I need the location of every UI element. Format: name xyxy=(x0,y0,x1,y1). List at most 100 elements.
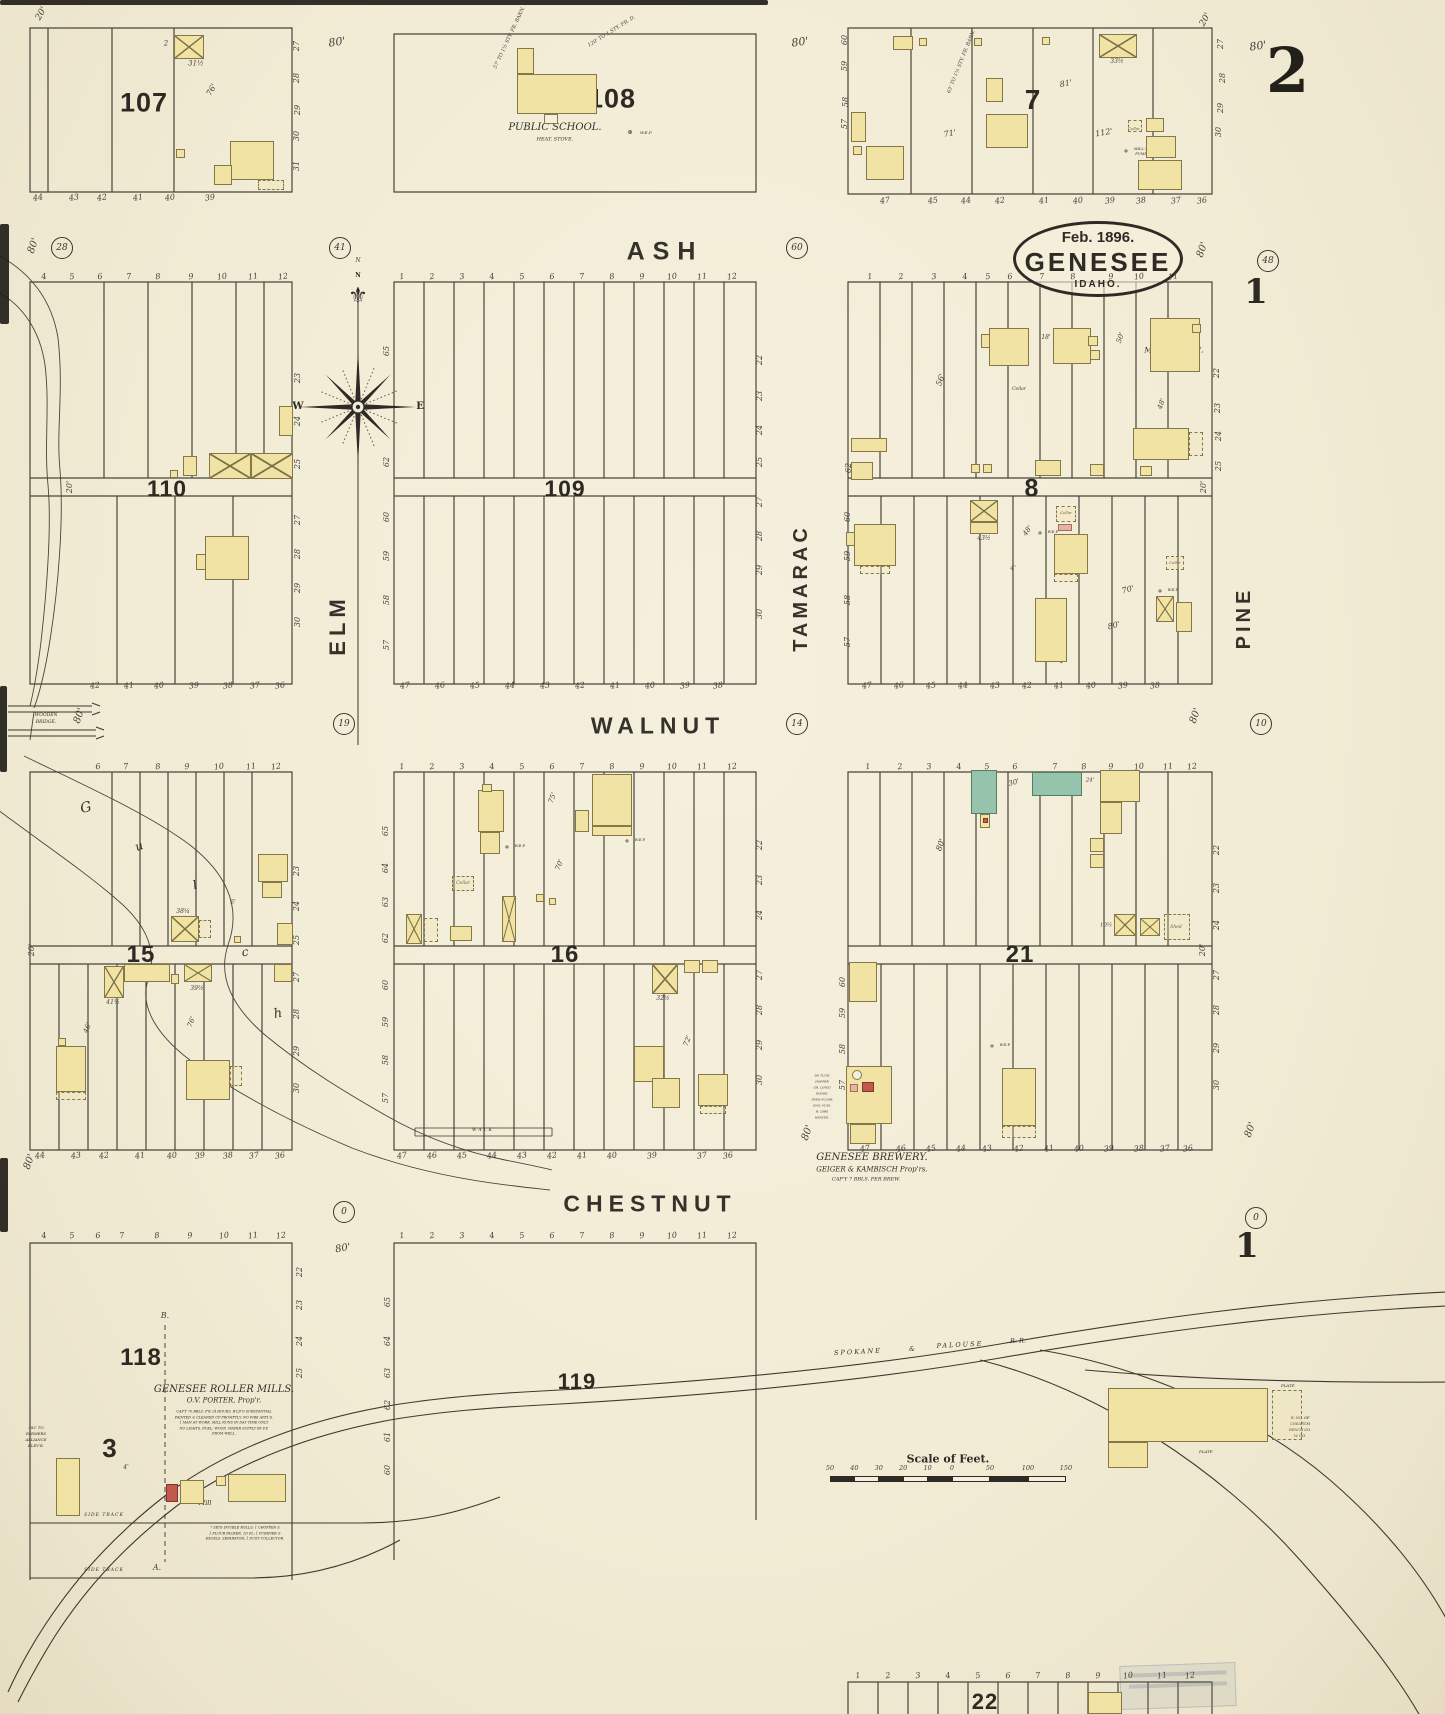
map-annotation: SIDE TRACK xyxy=(84,1512,124,1518)
lot-number: 42 xyxy=(1013,1143,1025,1154)
lot-number: 9 xyxy=(1107,271,1115,282)
map-annotation: ALLIANCE xyxy=(25,1437,47,1443)
lot-number: 8 xyxy=(608,1230,616,1241)
block-number-15: 15 xyxy=(126,941,156,968)
store-dwelling xyxy=(592,774,632,826)
dimension-label: 6' xyxy=(230,899,236,906)
lot-number: 36 xyxy=(1182,1143,1194,1154)
platform xyxy=(1272,1390,1302,1440)
lot-number: 2 xyxy=(897,271,905,282)
barn xyxy=(502,896,516,942)
lot-number: 29 xyxy=(755,1039,764,1051)
lot-number: 45 xyxy=(469,680,481,691)
lot-number: 38 xyxy=(1133,1143,1145,1154)
map-annotation: BENCH CO. xyxy=(1288,1428,1312,1433)
dimension-label: 48' xyxy=(1155,397,1168,411)
lot-number: 11 xyxy=(247,271,259,282)
scale-tick-label: 50 xyxy=(825,1463,835,1472)
scale-tick-label: 100 xyxy=(1021,1463,1035,1472)
lot-number: 2 xyxy=(428,271,436,282)
lot-number: 57 xyxy=(381,1092,390,1104)
lot-number: 59 xyxy=(840,60,849,72)
map-annotation: W. HO. OF xyxy=(1290,1416,1310,1421)
lot-number: 7 xyxy=(125,271,133,282)
map-annotation: WOODEN xyxy=(34,712,58,718)
lot-number: 2 xyxy=(428,761,436,772)
lot-number: 62 xyxy=(383,1399,392,1411)
dimension-label: 43½ xyxy=(977,535,991,542)
fleur-de-lis-icon: ⚜ xyxy=(348,284,368,309)
lot-number: 36 xyxy=(1196,195,1208,206)
dwelling xyxy=(866,146,904,180)
map-annotation: O.V. PORTER, Prop'r. xyxy=(186,1396,262,1405)
coop xyxy=(279,406,293,436)
map-annotation: W.E.P. xyxy=(1047,530,1059,535)
outbuilding xyxy=(216,1476,226,1486)
lot-number: 39 xyxy=(194,1150,206,1161)
circled-number-28: 28 xyxy=(51,237,73,259)
outbuilding xyxy=(853,146,862,155)
lot-number: 37 xyxy=(1159,1143,1171,1154)
lot-number: 64 xyxy=(383,1335,392,1347)
cellar-brick xyxy=(1058,524,1072,531)
lot-number: 41 xyxy=(576,1150,588,1161)
circled-number-41: 41 xyxy=(329,237,351,259)
outbuilding xyxy=(983,464,992,473)
dwelling-wing xyxy=(214,165,232,185)
dwelling xyxy=(230,141,274,180)
coop xyxy=(274,964,292,982)
lot-number: 42 xyxy=(98,1150,110,1161)
school-shed xyxy=(517,48,534,74)
lot-number: 25 xyxy=(1214,460,1223,472)
block-number-107: 107 xyxy=(119,87,169,118)
frank-bros-warehouse xyxy=(1108,1388,1268,1442)
porch xyxy=(1002,1126,1036,1138)
dimension-label: B. xyxy=(160,1311,170,1320)
lot-number: 2 xyxy=(428,1230,436,1241)
lot-number: 3 xyxy=(458,1230,466,1241)
faded-stamp xyxy=(1119,1661,1237,1711)
lot-number: 60 xyxy=(382,511,391,523)
dimension-label: 32½ xyxy=(656,995,670,1002)
dwelling-wing xyxy=(480,832,500,854)
lot-number: 11 xyxy=(696,761,708,772)
dimension-label: 120' TO 1 STY. FR. D. xyxy=(586,14,637,49)
map-annotation: H. DIRS xyxy=(815,1109,829,1114)
lot-number: 37 xyxy=(1170,195,1182,206)
map-annotation: PUMP xyxy=(1135,152,1147,157)
railroad-tracks xyxy=(7,1291,1445,1714)
lot-number: 5 xyxy=(518,1230,526,1241)
outbuilding xyxy=(176,149,185,158)
lot-number: 42 xyxy=(546,1150,558,1161)
lot-number: 24 xyxy=(1212,919,1221,931)
scale-bar-segment xyxy=(952,1476,990,1482)
lot-number: 10 xyxy=(666,1230,678,1241)
wood-shed xyxy=(986,78,1003,102)
lot-number: 58 xyxy=(843,594,852,606)
lot-number: 39 xyxy=(188,680,200,691)
dwelling xyxy=(634,1046,664,1082)
outbuilding xyxy=(1090,350,1100,360)
barn xyxy=(209,453,251,479)
map-annotation: & xyxy=(909,1344,915,1353)
lot-number: 31 xyxy=(292,160,301,172)
lot-number: 30 xyxy=(292,130,301,142)
lot-number: 63 xyxy=(383,1367,392,1379)
lot-number: 6 xyxy=(94,1230,102,1241)
wood-house xyxy=(450,926,472,941)
lot-number: 24 xyxy=(295,1335,304,1347)
circled-number-0: 0 xyxy=(333,1201,355,1223)
porch xyxy=(230,1066,242,1086)
lot-number: 38 xyxy=(222,680,234,691)
lot-number: 40 xyxy=(1072,195,1084,206)
lot-number: 4 xyxy=(488,1230,496,1241)
lot-number: 7 xyxy=(578,1230,586,1241)
roller-mills-label: GENESEE ROLLER MILLS. xyxy=(153,1384,295,1395)
map-annotation: Cellar xyxy=(1012,386,1026,392)
map-annotation: Cellar xyxy=(1169,560,1181,566)
map-annotation: W. HO. xyxy=(1293,1434,1307,1439)
lot-number: 22 xyxy=(295,1266,304,1278)
outbuilding xyxy=(1140,466,1152,476)
